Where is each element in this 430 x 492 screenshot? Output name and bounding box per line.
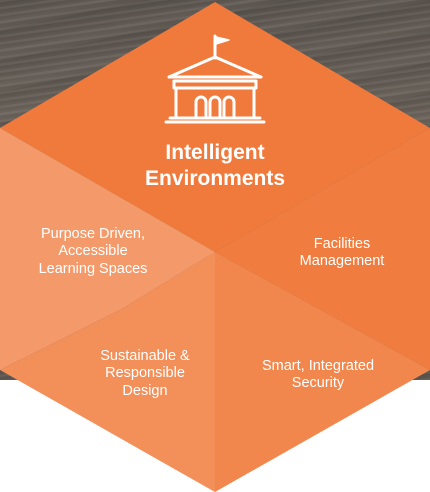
center-title: Intelligent Environments [144, 141, 286, 190]
segment-face-sustainable [0, 252, 215, 492]
segment-label-purpose: Purpose Driven, Accessible Learning Spac… [38, 226, 148, 277]
segment-face-security [215, 252, 430, 492]
segment-face-facilities [215, 128, 430, 370]
segment-label-security: Smart, Integrated Security [261, 358, 375, 392]
segment-label-facilities: Facilities Management [299, 236, 385, 270]
center-face [0, 2, 430, 252]
school-building-icon [164, 34, 266, 124]
segment-face-purpose [0, 128, 215, 370]
segment-label-sustainable: Sustainable & Responsible Design [100, 348, 190, 399]
